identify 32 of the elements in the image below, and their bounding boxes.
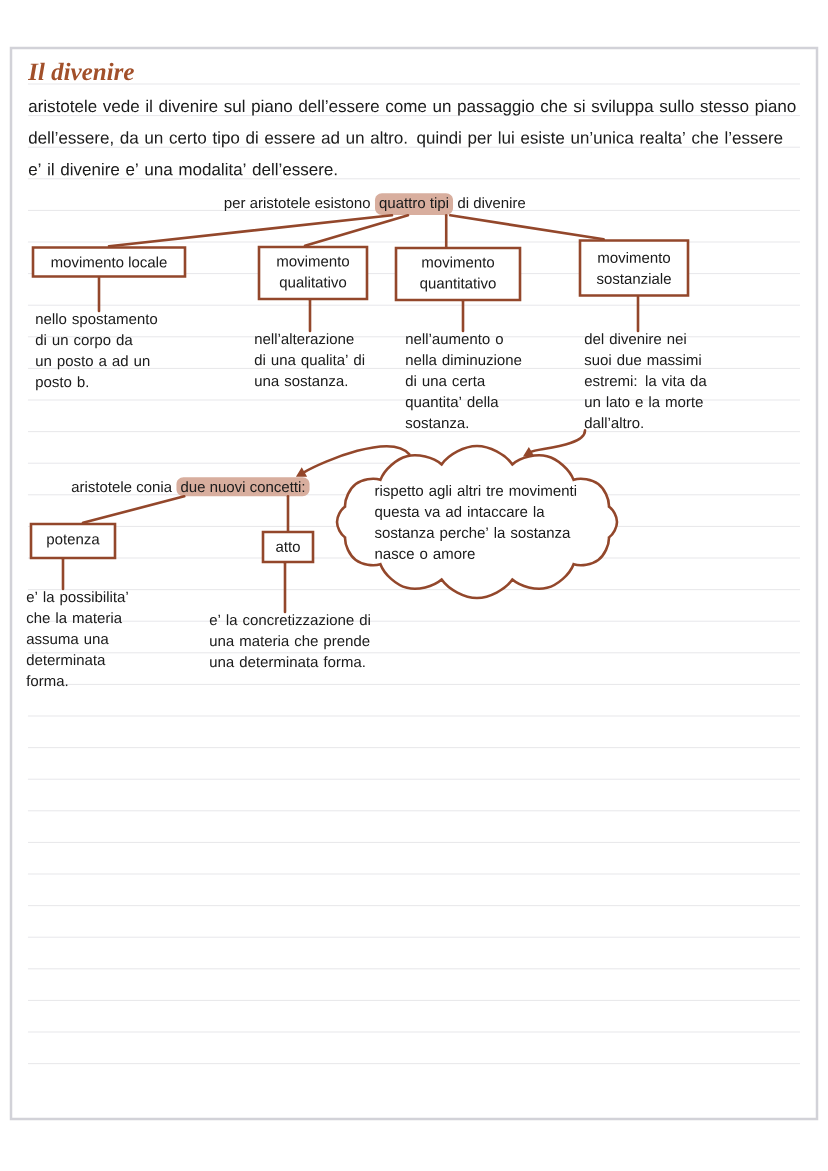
- concept-box: potenza: [29, 522, 117, 560]
- concept-box: movimento quantitativo: [394, 246, 522, 302]
- connector-line: [444, 214, 448, 248]
- connector-line: [81, 495, 186, 524]
- definition-text: nell’alterazione di una qualita’ di una sostanza.: [254, 333, 365, 387]
- connector-line: [303, 214, 410, 247]
- connector-line: [448, 214, 605, 241]
- connector-line: [107, 214, 394, 248]
- highlighted-phrase: quattro tipi: [375, 193, 454, 216]
- concept-box: atto: [261, 530, 315, 564]
- connector-line: [286, 495, 290, 532]
- sentence-text: per aristotele esistono: [224, 197, 370, 212]
- concept-box: movimento sostanziale: [578, 239, 690, 297]
- connector-line: [308, 299, 312, 333]
- sentence-text: di divenire: [458, 197, 526, 209]
- connector-line: [61, 558, 65, 591]
- sentence-text: aristotele conia: [71, 481, 173, 493]
- definition-text: e’ la possibilita’ che la materia assuma una determinata forma.: [26, 591, 128, 687]
- concept-box: movimento qualitativo: [257, 245, 369, 301]
- connector-line: [636, 295, 640, 333]
- connector-line: [97, 276, 101, 313]
- thought-cloud: rispetto agli altri tre movimenti questa va ad intaccare la sostanza perche’ la sostanza nasce o amore: [335, 444, 619, 600]
- connector-line: [461, 300, 465, 333]
- definition-text: nell’aumento o nella diminuzione di una certa quantita’ della sostanza.: [405, 333, 522, 429]
- connector-line: [283, 562, 287, 614]
- highlighted-phrase: due nuovi concetti:: [176, 477, 310, 497]
- definition-text: e’ la concretizzazione di una materia che prende una determinata forma.: [209, 614, 370, 668]
- definition-text: del divenire nei suoi due massimi estremi: la vita da un lato e la morte dall’altro.: [584, 333, 707, 429]
- concept-box: movimento locale: [31, 246, 187, 278]
- definition-text: nello spostamento di un corpo da un posto a ad un posto b.: [35, 313, 158, 391]
- heading: Il divenire: [27, 62, 134, 81]
- paragraph: aristotele vede il divenire sul piano dell’essere come un passaggio che si sviluppa sullo stesso piano dell’essere, da un certo tipo di essere ad un altro. quindi per lui esiste un’unica realta’ che l’essere e’ il divenire e’ una modalita’ dell’essere.: [28, 99, 796, 176]
